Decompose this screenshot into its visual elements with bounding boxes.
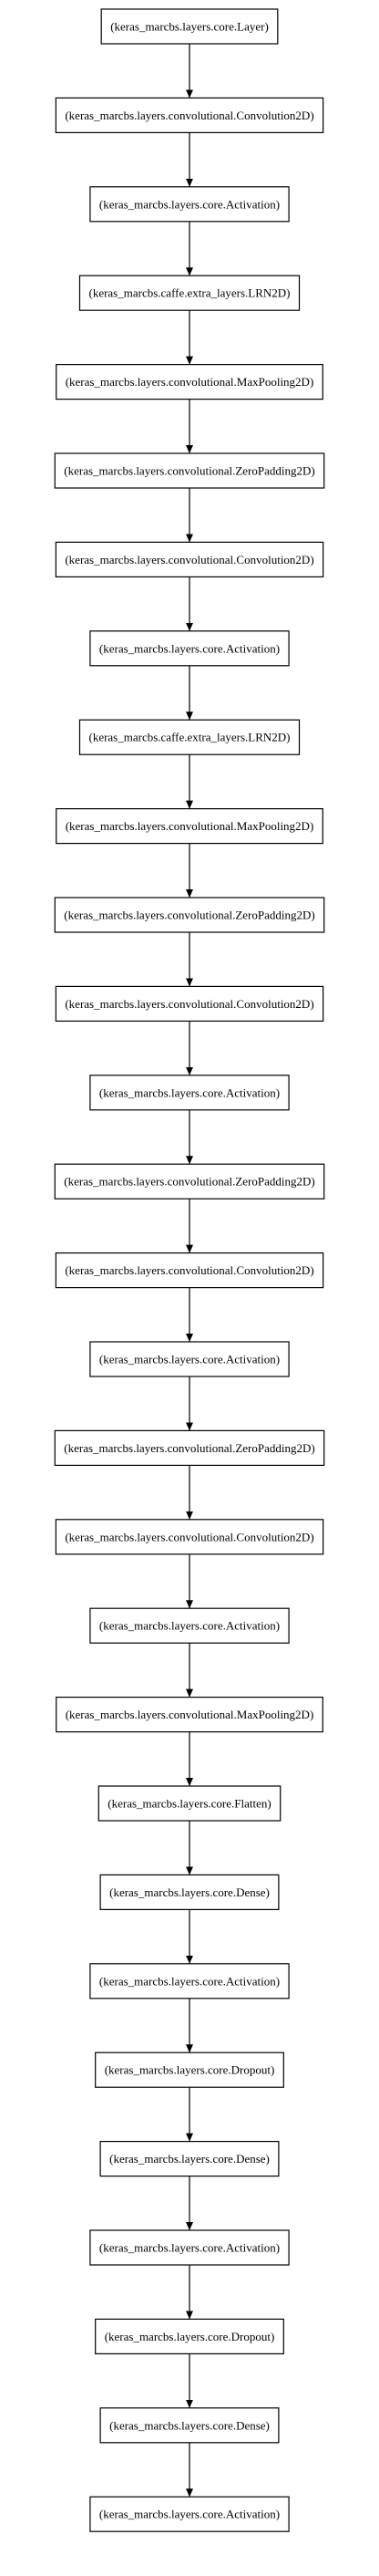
layer-node-box: [89, 2229, 290, 2266]
layer-node-label: (keras_marcbs.layers.convolutional.ZeroP…: [64, 1175, 314, 1189]
layer-node-label: (keras_marcbs.layers.core.Dropout): [105, 2063, 275, 2077]
layer-node-label: (keras_marcbs.layers.core.Dropout): [105, 2330, 275, 2343]
layer-node-label: (keras_marcbs.layers.convolutional.MaxPo…: [66, 1708, 314, 1721]
layer-node: (keras_marcbs.layers.convolutional.ZeroP…: [54, 452, 325, 489]
layer-node-label: (keras_marcbs.layers.convolutional.ZeroP…: [64, 464, 314, 478]
layer-node-label: (keras_marcbs.layers.core.Activation): [99, 2508, 280, 2521]
layer-node-box: [89, 1963, 290, 2000]
layer-node-label: (keras_marcbs.layers.core.Activation): [99, 197, 280, 211]
layer-node-box: [89, 2496, 290, 2532]
layer-node-label: (keras_marcbs.caffe.extra_layers.LRN2D): [88, 286, 290, 300]
layer-node-label: (keras_marcbs.layers.convolutional.Convo…: [65, 1263, 313, 1277]
layer-node: (keras_marcbs.layers.core.Activation): [89, 1075, 290, 1111]
layer-node: (keras_marcbs.layers.convolutional.ZeroP…: [54, 1429, 325, 1467]
nodes: (keras_marcbs.layers.core.Layer) (keras_m…: [54, 8, 325, 2532]
layer-node: (keras_marcbs.layers.convolutional.ZeroP…: [54, 1163, 325, 1200]
layer-node: (keras_marcbs.layers.core.Flatten): [97, 1785, 282, 1822]
layer-node: (keras_marcbs.layers.core.Activation): [89, 630, 290, 667]
layer-node-label: (keras_marcbs.layers.core.Activation): [99, 641, 280, 655]
layer-node-label: (keras_marcbs.layers.convolutional.Convo…: [65, 553, 313, 566]
layer-node: (keras_marcbs.layers.core.Activation): [89, 1607, 290, 1644]
layer-node: (keras_marcbs.layers.convolutional.ZeroP…: [54, 897, 325, 933]
layer-node-label: (keras_marcbs.layers.convolutional.Convo…: [65, 1530, 313, 1543]
layer-node-label: (keras_marcbs.caffe.extra_layers.LRN2D): [88, 731, 290, 744]
layer-node-box: [95, 2051, 284, 2088]
layer-node-box: [78, 275, 301, 311]
layer-node: (keras_marcbs.layers.core.Dense): [99, 1874, 280, 1910]
layer-node: (keras_marcbs.layers.convolutional.Convo…: [55, 541, 324, 578]
layer-node-box: [95, 2318, 284, 2354]
layer-node-label: (keras_marcbs.layers.core.Dense): [109, 2152, 270, 2166]
layer-node-box: [54, 1429, 325, 1467]
layer-node: (keras_marcbs.layers.convolutional.Convo…: [55, 97, 324, 134]
layer-node-box: [78, 719, 301, 755]
layer-node-box: [89, 186, 290, 223]
layer-node: (keras_marcbs.layers.core.Layer): [100, 8, 279, 45]
layer-node-label: (keras_marcbs.layers.convolutional.Convo…: [65, 997, 313, 1011]
layer-node: (keras_marcbs.layers.core.Dropout): [95, 2318, 284, 2354]
layer-node-box: [55, 541, 324, 578]
layer-node: (keras_marcbs.layers.core.Activation): [89, 186, 290, 223]
layer-node-box: [89, 1607, 290, 1644]
layer-node-box: [55, 985, 324, 1023]
layer-node-box: [100, 8, 279, 45]
layer-node-label: (keras_marcbs.layers.convolutional.MaxPo…: [66, 819, 314, 833]
layer-node-label: (keras_marcbs.layers.core.Activation): [99, 1974, 280, 1988]
layer-node-box: [56, 364, 323, 400]
layer-node-box: [56, 1696, 323, 1733]
layer-node-box: [89, 1341, 290, 1377]
layer-node-box: [54, 1163, 325, 1200]
layer-node-label: (keras_marcbs.layers.convolutional.ZeroP…: [64, 1441, 314, 1455]
layer-node-label: (keras_marcbs.layers.core.Dense): [109, 1885, 270, 1899]
layer-node-box: [89, 1075, 290, 1111]
layer-node-label: (keras_marcbs.layers.convolutional.Convo…: [65, 109, 313, 122]
layer-node-box: [54, 452, 325, 489]
layer-node-box: [99, 1874, 280, 1910]
layer-node-box: [97, 1785, 282, 1822]
layer-node-label: (keras_marcbs.layers.core.Activation): [99, 1619, 280, 1633]
layer-node: (keras_marcbs.layers.core.Activation): [89, 1341, 290, 1377]
layer-node: (keras_marcbs.layers.core.Activation): [89, 2496, 290, 2532]
layer-node-label: (keras_marcbs.layers.core.Activation): [99, 1353, 280, 1366]
layer-node-box: [55, 97, 324, 134]
layer-node: (keras_marcbs.layers.core.Dense): [99, 2407, 280, 2444]
layer-node: (keras_marcbs.layers.convolutional.Convo…: [55, 1519, 324, 1555]
layer-node-label: (keras_marcbs.layers.core.Dense): [109, 2418, 270, 2432]
layer-node: (keras_marcbs.caffe.extra_layers.LRN2D): [78, 719, 301, 755]
layer-node-label: (keras_marcbs.layers.convolutional.MaxPo…: [66, 375, 314, 389]
layer-node-label: (keras_marcbs.layers.convolutional.ZeroP…: [64, 909, 314, 922]
layer-node: (keras_marcbs.layers.convolutional.MaxPo…: [56, 1696, 323, 1733]
layer-node: (keras_marcbs.layers.core.Activation): [89, 2229, 290, 2266]
layer-node-label: (keras_marcbs.layers.core.Activation): [99, 2241, 280, 2255]
layer-node-box: [99, 2141, 280, 2177]
layer-node-box: [55, 1519, 324, 1555]
layer-node-box: [56, 807, 323, 845]
layer-node-label: (keras_marcbs.layers.core.Layer): [110, 20, 269, 34]
layer-node: (keras_marcbs.layers.core.Activation): [89, 1963, 290, 2000]
layer-node-box: [99, 2407, 280, 2444]
layer-node: (keras_marcbs.layers.convolutional.Convo…: [55, 985, 324, 1023]
layer-node: (keras_marcbs.caffe.extra_layers.LRN2D): [78, 275, 301, 311]
layer-node-label: (keras_marcbs.layers.core.Flatten): [108, 1797, 271, 1811]
layer-node: (keras_marcbs.layers.convolutional.MaxPo…: [56, 807, 323, 845]
layer-node-box: [55, 1252, 324, 1289]
layer-node-box: [54, 897, 325, 933]
layer-node: (keras_marcbs.layers.core.Dense): [99, 2141, 280, 2177]
layer-node-box: [89, 630, 290, 667]
layer-node: (keras_marcbs.layers.convolutional.MaxPo…: [56, 364, 323, 400]
layer-node-label: (keras_marcbs.layers.core.Activation): [99, 1085, 280, 1099]
layer-node: (keras_marcbs.layers.core.Dropout): [95, 2051, 284, 2088]
layer-node: (keras_marcbs.layers.convolutional.Convo…: [55, 1252, 324, 1289]
